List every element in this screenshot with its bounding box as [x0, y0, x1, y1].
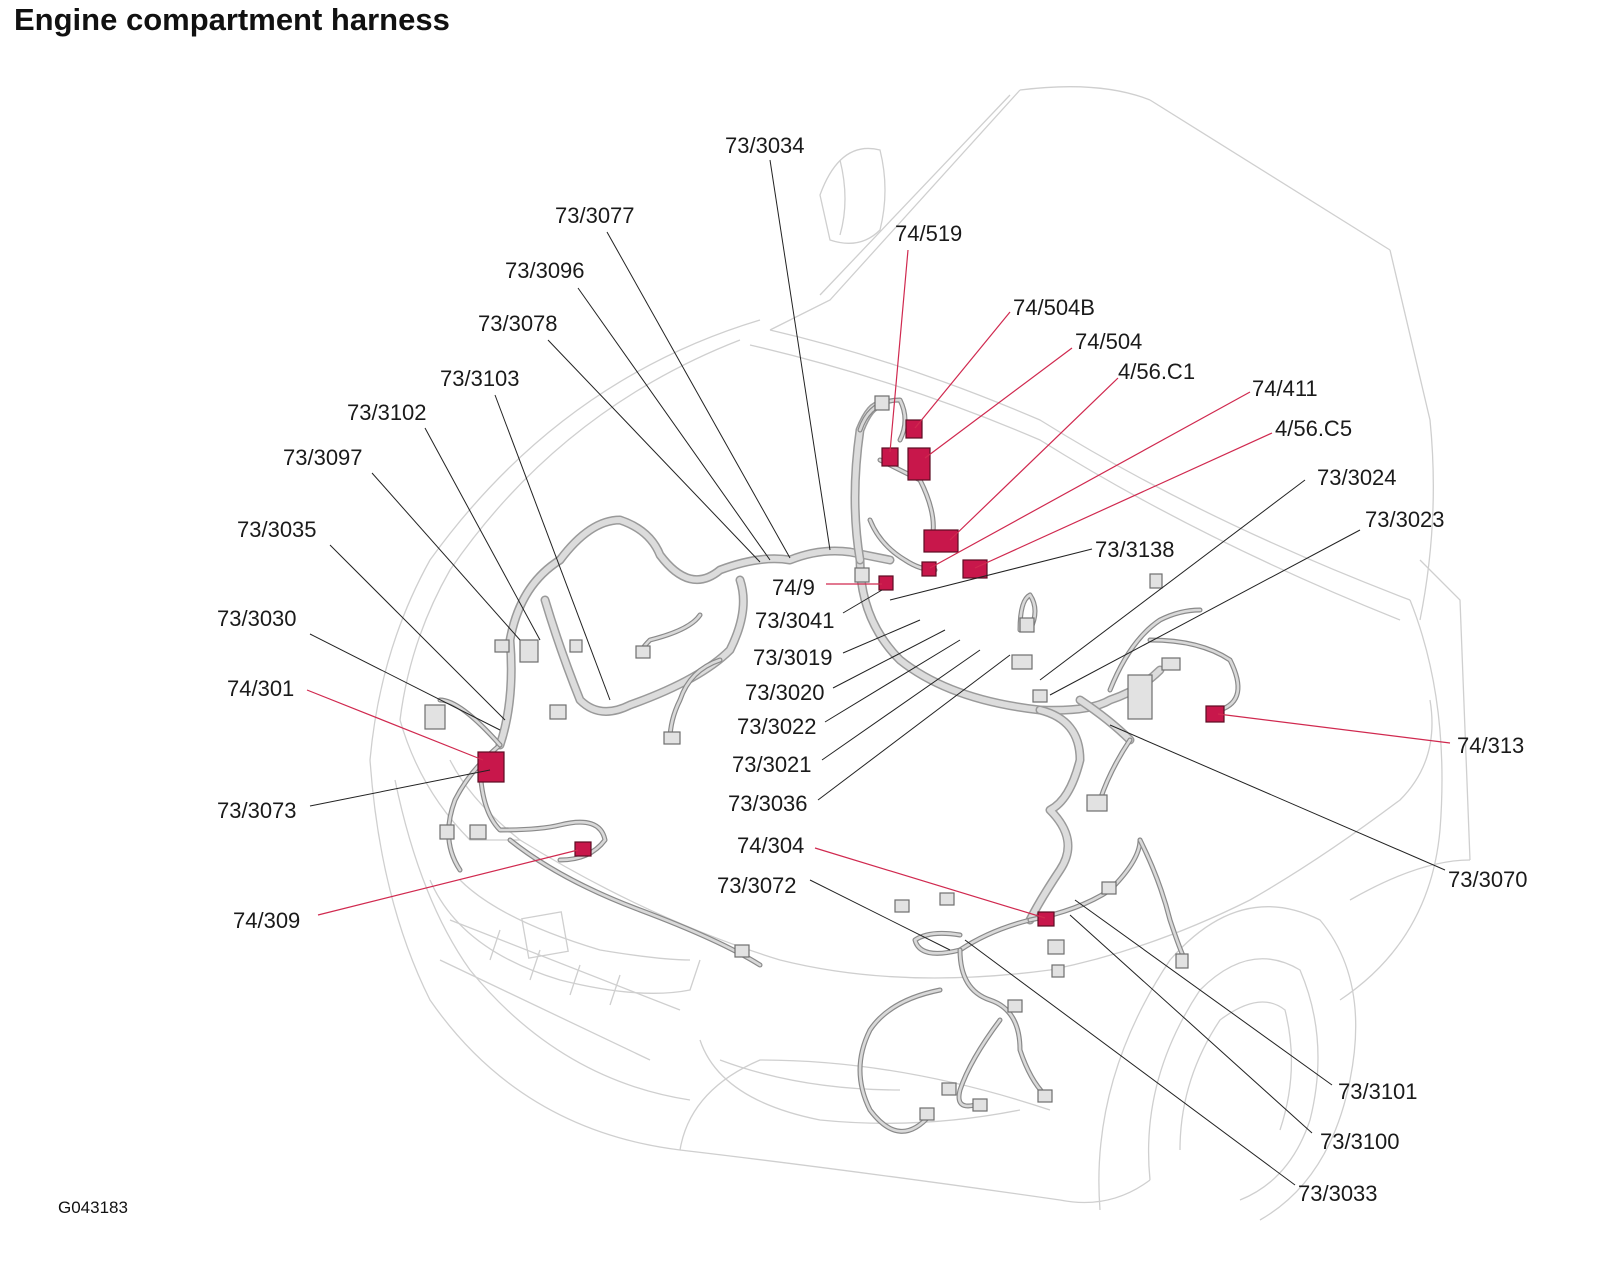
- label-73-3102: 73/3102: [347, 400, 427, 425]
- label-73-3101: 73/3101: [1338, 1079, 1418, 1104]
- label-74-504b: 74/504B: [1013, 295, 1095, 320]
- connector-74-304: [1037, 911, 1055, 927]
- connector-4-56-c1: [923, 529, 959, 553]
- label-73-3024: 73/3024: [1317, 465, 1397, 490]
- highlighted-connectors: [477, 419, 1225, 927]
- connector-74-504: [907, 447, 931, 481]
- connector-4-56-c5: [962, 559, 988, 579]
- label-73-3078: 73/3078: [478, 311, 558, 336]
- label-73-3020: 73/3020: [745, 680, 825, 705]
- label-73-3036: 73/3036: [728, 791, 808, 816]
- main-harness: [495, 400, 1165, 925]
- label-74-304: 74/304: [737, 833, 804, 858]
- drawing-code: G043183: [58, 1198, 128, 1217]
- label-74-504: 74/504: [1075, 329, 1142, 354]
- label-74-301: 74/301: [227, 676, 294, 701]
- label-73-3073: 73/3073: [217, 798, 297, 823]
- label-73-3019: 73/3019: [753, 645, 833, 670]
- label-4-56-c1: 4/56.C1: [1118, 359, 1195, 384]
- label-73-3041: 73/3041: [755, 608, 835, 633]
- label-73-3100: 73/3100: [1320, 1129, 1400, 1154]
- label-73-3023: 73/3023: [1365, 507, 1445, 532]
- connector-74-313: [1205, 705, 1225, 723]
- label-4-56-c5: 4/56.C5: [1275, 416, 1352, 441]
- part-labels: 73/3034 73/3077 73/3096 73/3078 73/3103 …: [217, 133, 1528, 1206]
- connector-74-411: [921, 561, 937, 577]
- label-73-3077: 73/3077: [555, 203, 635, 228]
- label-74-309: 74/309: [233, 908, 300, 933]
- label-73-3022: 73/3022: [737, 714, 817, 739]
- label-73-3034: 73/3034: [725, 133, 805, 158]
- leader-lines: [309, 159, 1446, 1186]
- highlight-leader-lines: [306, 249, 1451, 919]
- page-title: Engine compartment harness: [14, 2, 450, 37]
- label-73-3097: 73/3097: [283, 445, 363, 470]
- connector-74-301: [477, 751, 505, 783]
- label-73-3072: 73/3072: [717, 873, 797, 898]
- label-74-411: 74/411: [1252, 376, 1318, 401]
- label-73-3103: 73/3103: [440, 366, 520, 391]
- connector-74-309: [574, 841, 592, 857]
- label-73-3033: 73/3033: [1298, 1181, 1378, 1206]
- label-73-3035: 73/3035: [237, 517, 317, 542]
- label-74-313: 74/313: [1457, 733, 1524, 758]
- connector-74-9: [878, 575, 894, 591]
- car-outline: [369, 86, 1471, 1221]
- label-73-3096: 73/3096: [505, 258, 585, 283]
- label-74-519: 74/519: [895, 221, 962, 246]
- label-73-3030: 73/3030: [217, 606, 297, 631]
- label-73-3070: 73/3070: [1448, 867, 1528, 892]
- label-73-3021: 73/3021: [732, 752, 812, 777]
- branch-wires: [437, 397, 1241, 1134]
- connectors: [424, 395, 1189, 1121]
- label-74-9: 74/9: [772, 575, 815, 600]
- label-73-3138: 73/3138: [1095, 537, 1175, 562]
